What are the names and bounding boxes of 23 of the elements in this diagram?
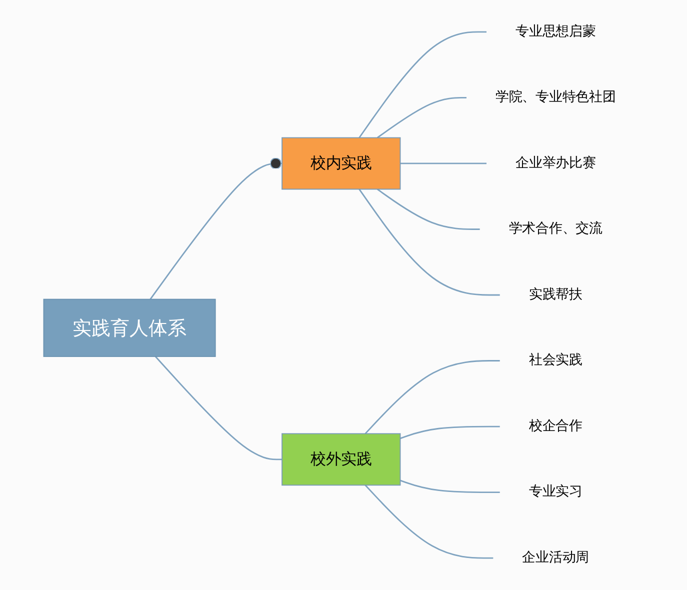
node-text: 企业活动周 — [522, 550, 588, 566]
connector — [376, 188, 480, 230]
node-text: 专业思想启蒙 — [515, 24, 596, 40]
node-text: 校企合作 — [528, 418, 582, 434]
node-text: 实践帮扶 — [528, 286, 582, 302]
connector — [358, 31, 486, 138]
connector — [154, 356, 282, 460]
connector — [364, 484, 494, 559]
node-box: 实践育人体系 — [42, 298, 216, 357]
connector — [400, 426, 500, 440]
node-text: 企业举办比赛 — [515, 155, 596, 171]
connector — [149, 158, 282, 300]
node-box: 校内实践 — [281, 137, 400, 190]
node-text: 学院、专业特色社团 — [495, 90, 616, 105]
connector — [364, 360, 500, 434]
connector — [358, 188, 500, 296]
connector — [400, 162, 486, 164]
connector — [376, 96, 466, 138]
node-text: 社会实践 — [528, 352, 582, 368]
node-box: 校外实践 — [281, 433, 400, 486]
connector — [400, 480, 500, 494]
node-text: 专业实习 — [528, 484, 582, 500]
node-text: 学术合作、交流 — [508, 221, 602, 236]
